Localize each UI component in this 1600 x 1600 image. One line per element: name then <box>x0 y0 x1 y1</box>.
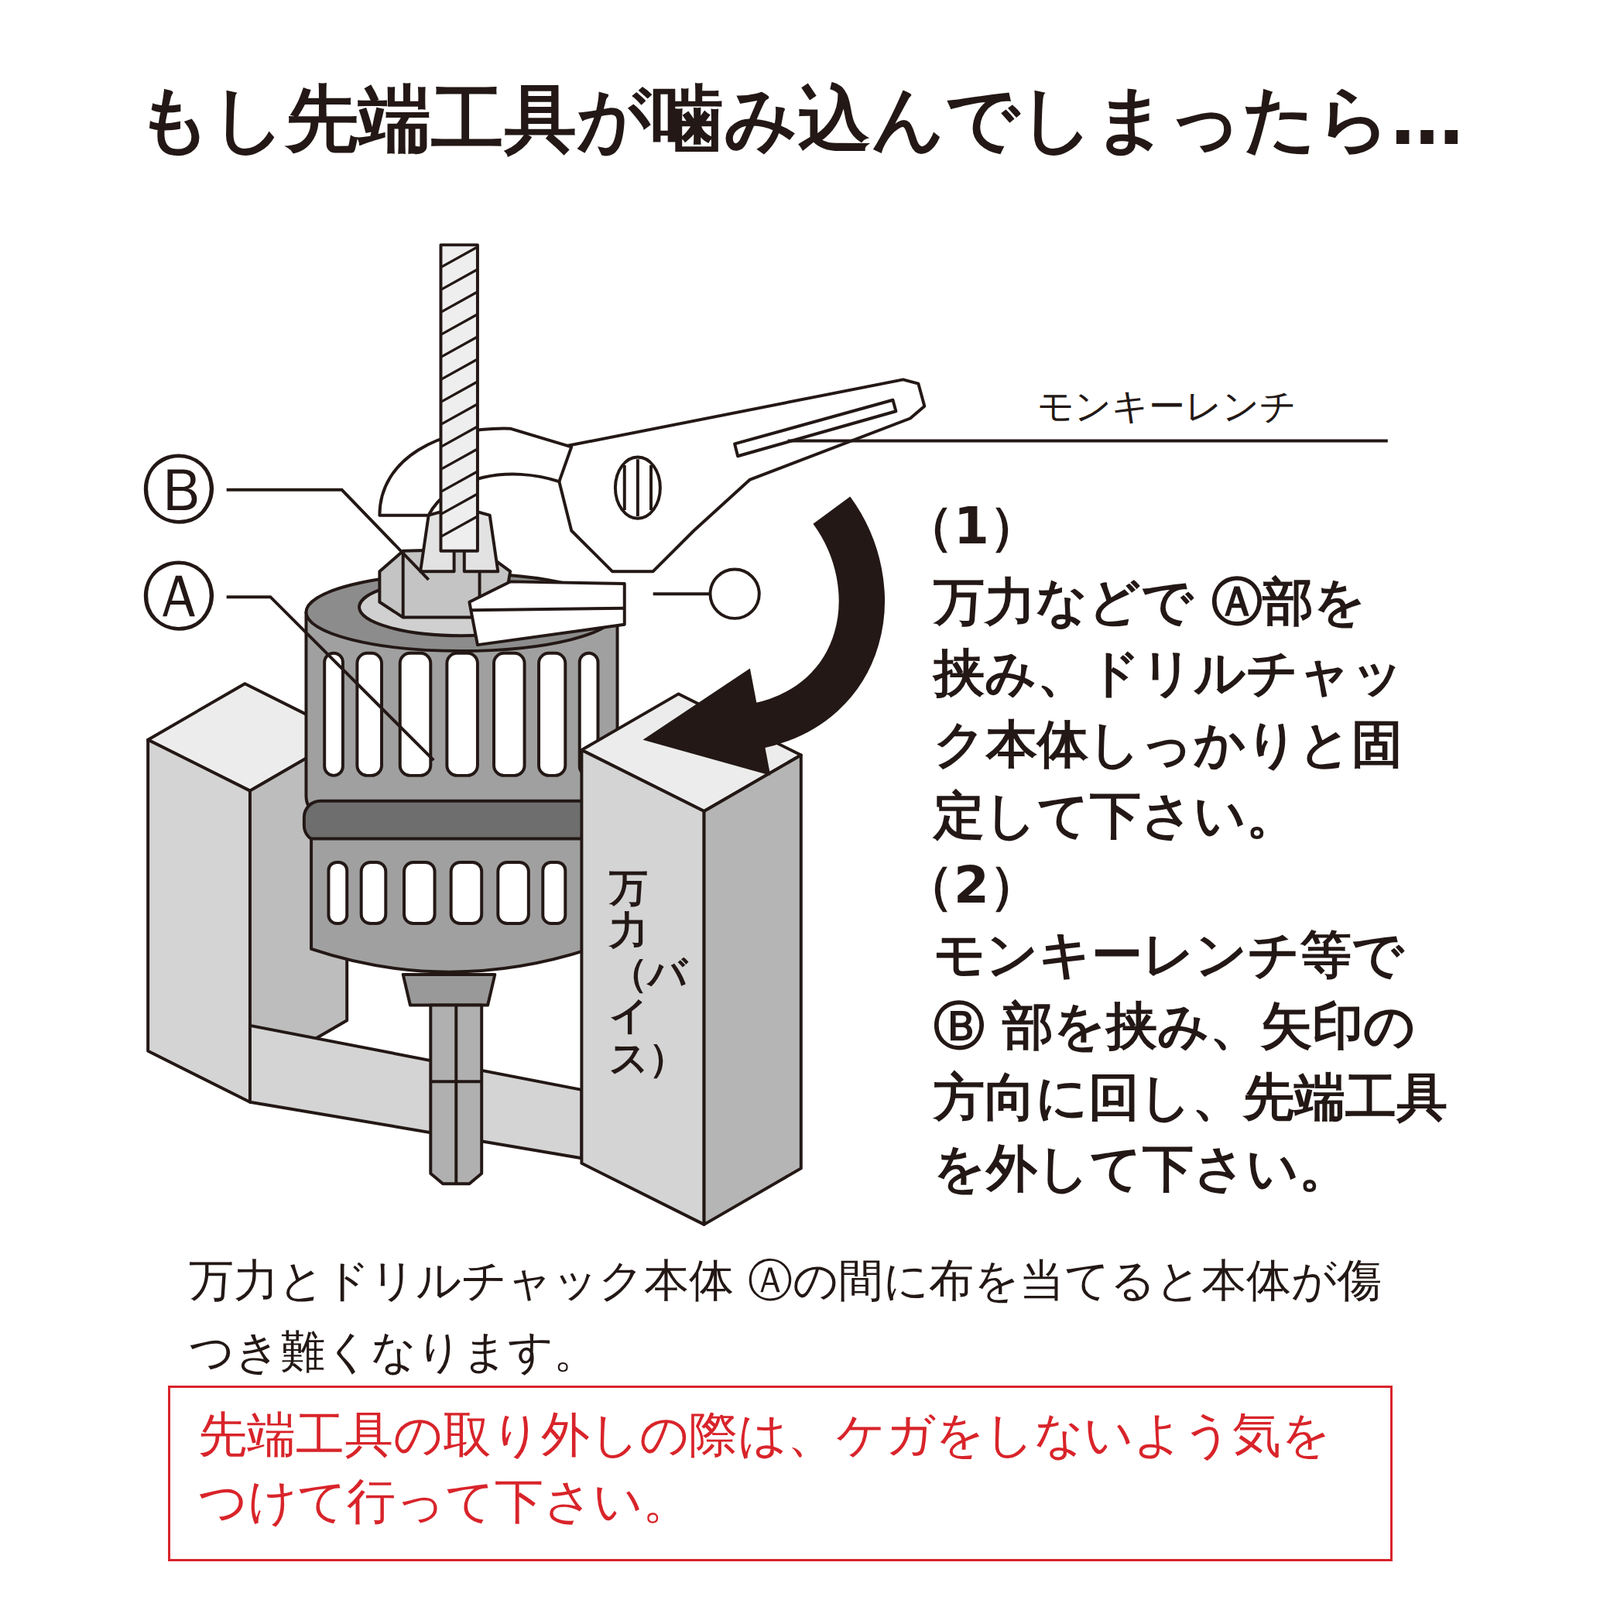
drill-chuck <box>493 653 525 776</box>
drill-chuck <box>328 862 347 924</box>
drill-chuck <box>404 862 436 924</box>
wrench-body <box>624 459 651 517</box>
callout-letter: Ⓐ <box>141 559 216 634</box>
drill-bit <box>440 244 477 551</box>
wrench-body <box>653 592 715 596</box>
drill-chuck <box>446 653 478 776</box>
wrench-jaw <box>469 581 624 645</box>
vise-right-jaw <box>704 754 802 1224</box>
drill-chuck <box>311 839 590 973</box>
drill-chuck <box>454 1004 458 1184</box>
rotation-arrow <box>754 510 862 727</box>
drill-chuck <box>401 551 405 618</box>
leader-line <box>226 489 429 580</box>
rotation-arrow <box>642 510 862 776</box>
step-text: モンキーレンチ等で Ⓑ 部を挟み、矢印の方向に回し、先端工具を外して下さい。 <box>933 919 1449 1205</box>
wrench-body <box>615 457 661 519</box>
drill-chuck <box>497 862 529 924</box>
drill-chuck <box>451 862 483 924</box>
step-text: 万力などで Ⓐ部を挟み、ドリルチャック本体しっかりと固定して下さい。 <box>933 566 1414 852</box>
wrench-body <box>709 569 759 619</box>
drill-chuck <box>538 653 566 776</box>
drill-chuck <box>400 653 432 776</box>
drill-chuck <box>324 653 343 776</box>
step-number: （2） <box>902 854 1041 916</box>
drill-chuck <box>430 1004 482 1184</box>
leader-line <box>788 439 1388 443</box>
drill-bit <box>440 246 477 537</box>
leader-line <box>226 596 435 761</box>
drill-chuck <box>542 862 566 924</box>
part-label: モンキーレンチ <box>1037 384 1297 429</box>
rotation-arrow <box>642 668 771 775</box>
drill-chuck <box>356 653 382 776</box>
wrench-jaw <box>469 581 624 645</box>
vise-label: 万力（バイス） <box>609 866 648 1080</box>
wrench-jaw <box>471 608 625 611</box>
callout-letter: Ⓑ <box>141 452 216 528</box>
drill-chuck <box>403 974 496 1006</box>
vise-right-jaw <box>581 750 704 1225</box>
vise-left-jaw <box>250 1025 582 1159</box>
drill-chuck <box>304 801 617 843</box>
drill-chuck <box>430 1079 482 1083</box>
step-number: （1） <box>902 495 1041 557</box>
title: もし先端工具が噛み込んでしまったら… <box>0 75 1600 164</box>
drill-chuck <box>361 862 387 924</box>
wrench-body <box>734 400 896 457</box>
warning-box: 先端工具の取り外しの際は、ケガをしないよう気をつけて行って下さい。 <box>167 1385 1393 1562</box>
note-text: 万力とドリルチャック本体 Ⓐの間に布を当てると本体が傷つき難くなります。 <box>188 1244 1397 1388</box>
drill-bit <box>440 244 477 551</box>
title-text: もし先端工具が噛み込んでしまったら… <box>137 76 1464 162</box>
vise-left-jaw <box>147 740 251 1103</box>
warning-text: 先端工具の取り外しの際は、ケガをしないよう気をつけて行って下さい。 <box>198 1401 1363 1535</box>
